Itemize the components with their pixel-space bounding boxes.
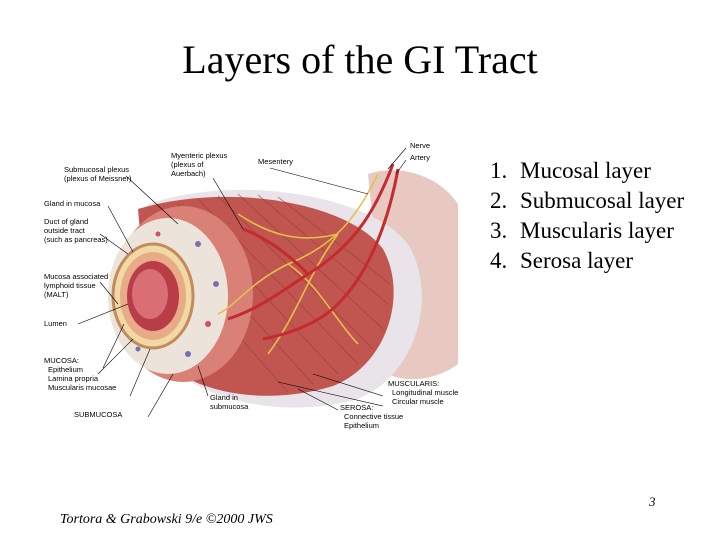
layer-text: Serosa layer: [520, 248, 634, 273]
layer-text: Mucosal layer: [520, 158, 651, 183]
label-gland-in-submucosa: Gland in: [210, 393, 238, 402]
label-malt-tissue: lymphoid tissue: [44, 281, 96, 290]
label-muscularis-heading: MUSCULARIS:: [388, 379, 439, 388]
label-serosa-epithelium: Epithelium: [344, 421, 379, 430]
label-submucosa: SUBMUCOSA: [74, 410, 122, 419]
label-mesentery: Mesentery: [258, 157, 293, 166]
layer-text: Submucosal layer: [520, 188, 685, 213]
layer-text: Muscularis layer: [520, 218, 674, 243]
label-duct-of-gland: Duct of gland: [44, 217, 88, 226]
label-lumen: Lumen: [44, 319, 67, 328]
label-myenteric-plexus-sub1: (plexus of: [171, 160, 204, 169]
layer-number: 2.: [490, 188, 508, 213]
layer-item: 3. Muscularis layer: [490, 216, 718, 246]
layer-item: 2. Submucosal layer: [490, 186, 718, 216]
slide-title: Layers of the GI Tract: [182, 37, 538, 82]
label-malt-abbrev: (MALT): [44, 290, 69, 299]
layer-number: 1.: [490, 158, 508, 183]
label-mucosa-epithelium: Epithelium: [48, 365, 83, 374]
label-longitudinal-muscle: Longitudinal muscle: [392, 388, 458, 397]
label-lamina-propria: Lamina propria: [48, 374, 99, 383]
label-gland-in-mucosa: Gland in mucosa: [44, 199, 101, 208]
layer-item: 1. Mucosal layer: [490, 156, 718, 186]
label-gland-in-submucosa-sub: submucosa: [210, 402, 249, 411]
label-duct-outside-tract: outside tract: [44, 226, 86, 235]
label-submucosal-plexus-sub: (plexus of Meissner): [64, 174, 132, 183]
label-artery: Artery: [410, 153, 430, 162]
layer-list: 1. Mucosal layer 2. Submucosal layer 3. Mus…: [490, 156, 718, 276]
label-submucosal-plexus: Submucosal plexus: [64, 165, 129, 174]
layer-number: 4.: [490, 248, 508, 273]
label-muscularis-mucosae: Muscularis mucosae: [48, 383, 116, 392]
label-serosa-heading: SEROSA:: [340, 403, 373, 412]
label-circular-muscle: Circular muscle: [392, 397, 444, 406]
label-mucosa-heading: MUCOSA:: [44, 356, 79, 365]
layer-number: 3.: [490, 218, 508, 243]
label-connective-tissue: Connective tissue: [344, 412, 403, 421]
label-nerve: Nerve: [410, 141, 430, 150]
gi-tract-diagram: Submucosal plexus (plexus of Meissner) M…: [44, 141, 458, 430]
page-number: 3: [649, 494, 656, 509]
credit-line: Tortora & Grabowski 9/e ©2000 JWS: [60, 512, 273, 527]
label-myenteric-plexus-sub2: Auerbach): [171, 169, 206, 178]
layer-item: 4. Serosa layer: [490, 246, 718, 276]
label-malt: Mucosa associated: [44, 272, 108, 281]
label-myenteric-plexus: Myenteric plexus: [171, 151, 228, 160]
label-duct-example: (such as pancreas): [44, 235, 108, 244]
